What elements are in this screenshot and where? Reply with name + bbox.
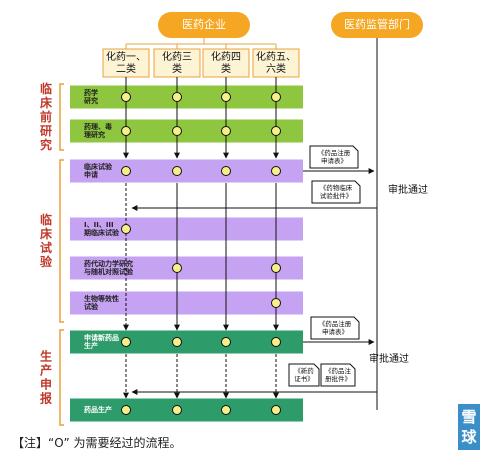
section-bracket [59,159,64,323]
stage-label: 生物等效性试验 [84,294,119,311]
section-label: 生产申报 [40,348,52,405]
process-node [172,405,182,415]
process-node [121,405,131,415]
process-node [271,92,281,102]
category-label: 化药四类 [211,50,241,75]
document-label: 《药物临床试验批件》 [320,183,353,200]
process-node [121,166,131,176]
stage-label: 药学研究 [84,88,98,105]
watermark-char-1: 雪 [461,408,477,426]
process-node [271,337,281,347]
category-box [202,48,250,78]
stage-band [70,291,303,315]
document-label: 《药品注册批件》 [325,366,352,383]
document-label: 《新药证书》 [294,366,314,383]
approval-box [383,181,433,198]
stage-label: 申请新药品生产 [84,333,119,350]
process-node [172,166,182,176]
stage-band [70,330,303,354]
process-node [221,405,231,415]
category-label: 化药一、二类 [106,50,146,75]
process-node [172,337,182,347]
category-label: 化药五、六类 [256,50,296,75]
stage-label: 药理、毒理研究 [84,122,112,139]
section-bracket [59,329,64,426]
stage-band [70,256,303,280]
process-node [172,92,182,102]
approval-label: 审批通过 [388,183,428,196]
regulator-header-label: 医药监管部门 [344,17,410,31]
legend-note: 【注】“O” 为需要经过的流程。 [12,436,182,450]
stage-band [70,217,303,241]
process-node [271,126,281,136]
document-icon [310,316,360,340]
company-header-label: 医药企业 [182,17,226,31]
process-node [271,166,281,176]
document-label: 《药品注册申请表》 [318,148,351,165]
stage-band [70,85,303,109]
process-node [271,298,281,308]
regulator-header-box [331,12,423,38]
category-label: 化药三类 [162,50,192,75]
company-header-box [158,12,250,38]
process-node [221,166,231,176]
stage-band [70,159,303,183]
stage-label: 药代动力学研究与随机对照试验 [84,259,134,276]
section-label: 临床前研究 [40,81,53,152]
process-node [271,405,281,415]
stage-band [70,398,303,422]
process-node [121,92,131,102]
stage-label: 药品生产 [84,405,112,414]
document-label: 《药品注册申请表》 [319,319,352,336]
category-box [153,48,201,78]
category-box [102,48,150,78]
process-node [271,263,281,273]
process-node [172,126,182,136]
process-node [121,126,131,136]
document-icon [309,145,359,169]
process-node [221,126,231,136]
process-node [121,224,131,234]
approval-label: 审批通过 [369,352,409,365]
process-node [172,263,182,273]
section-bracket [59,83,64,151]
document-icon [311,180,361,204]
section-label: 临床试验 [40,212,53,269]
process-node [121,337,131,347]
process-node [221,92,231,102]
watermark-char-2: 球 [461,428,477,446]
stage-band [70,119,303,143]
process-node [221,337,231,347]
stage-label: 临床试验申请 [84,162,113,179]
watermark-logo: 雪球 [458,404,480,450]
document-icon [288,363,320,387]
document-icon [320,363,356,387]
